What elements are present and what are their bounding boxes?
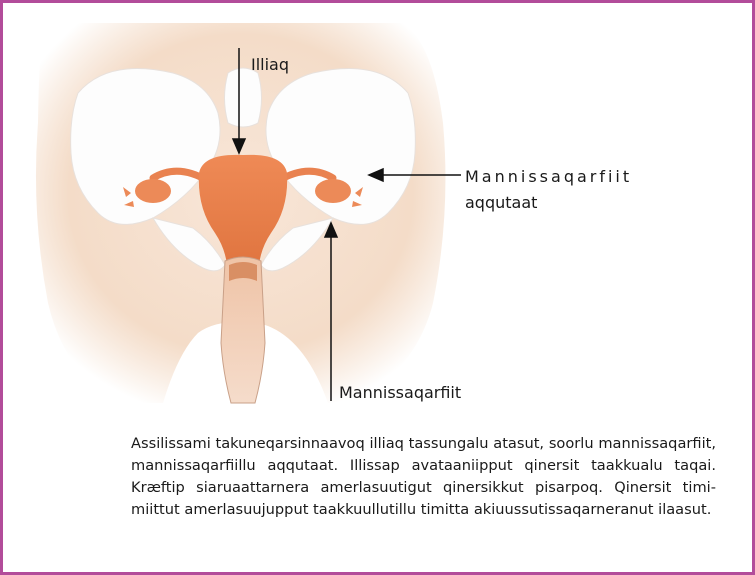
caption-text: Assilissami takuneqarsinnaavoq illiaq ta… bbox=[131, 433, 716, 521]
label-fallopian-tubes-line1: Mannissaqarfiit bbox=[465, 167, 632, 187]
anatomy-illustration bbox=[3, 3, 755, 423]
label-illiaq: Illiaq bbox=[251, 55, 289, 75]
label-fallopian-tubes-line2: aqqutaat bbox=[465, 193, 537, 213]
vaginal-canal bbox=[221, 257, 265, 403]
label-ovaries: Mannissaqarfiit bbox=[339, 383, 461, 403]
